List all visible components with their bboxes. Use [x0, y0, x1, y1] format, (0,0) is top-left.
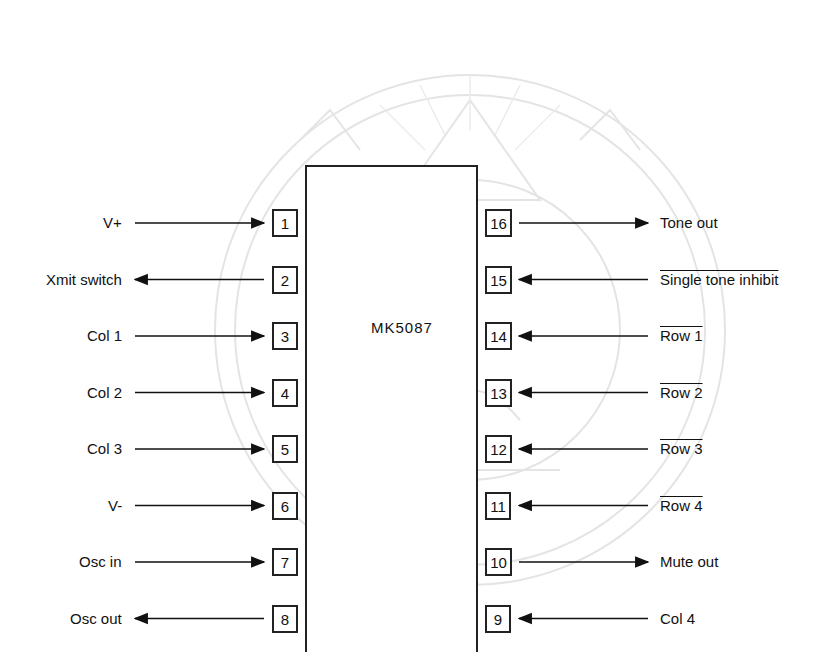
signal-arrow: [519, 618, 648, 620]
pin-box: 1: [272, 209, 298, 237]
pin-box: 4: [272, 379, 298, 407]
signal-arrow: [135, 448, 264, 450]
signal-arrow: [519, 335, 648, 337]
pin-number: 14: [490, 328, 507, 345]
pin-number: 15: [490, 272, 507, 289]
pin-box: 7: [272, 548, 298, 576]
signal-arrow: [135, 335, 264, 337]
pin-box: 16: [485, 209, 512, 237]
signal-name: Tone out: [660, 214, 718, 232]
signal-arrow: [135, 618, 264, 620]
signal-arrow: [519, 448, 648, 450]
signal-arrow: [135, 392, 264, 394]
signal-name: Col 3: [87, 440, 122, 458]
pin-box: 11: [485, 492, 511, 520]
pin-number: 4: [281, 385, 289, 402]
signal-name: Row 2: [660, 384, 703, 402]
pin-box: 2: [272, 266, 298, 294]
pin-number: 7: [281, 554, 289, 571]
signal-name: Row 4: [660, 497, 703, 515]
pin-number: 1: [281, 215, 289, 232]
pin-box: 9: [485, 605, 511, 633]
signal-arrow: [519, 392, 648, 394]
pin-box: 13: [485, 379, 512, 407]
pin-box: 8: [272, 605, 298, 633]
signal-name: Col 2: [87, 384, 122, 402]
signal-arrow: [519, 505, 648, 507]
signal-name: V+: [103, 214, 122, 232]
signal-arrow: [519, 279, 648, 281]
pin-number: 8: [281, 611, 289, 628]
pin-number: 5: [281, 441, 289, 458]
signal-name: Row 1: [660, 327, 703, 345]
pin-number: 2: [281, 272, 289, 289]
signal-name: Single tone inhibit: [660, 271, 778, 289]
pin-box: 6: [272, 492, 298, 520]
signal-arrow: [135, 279, 264, 281]
signal-arrow: [135, 561, 264, 563]
signal-name: Osc out: [70, 610, 122, 628]
pin-number: 13: [490, 385, 507, 402]
pin-number: 3: [281, 328, 289, 345]
pin-box: 14: [485, 322, 512, 350]
chip-body: MK5087: [305, 165, 478, 652]
pin-box: 12: [485, 435, 512, 463]
signal-name: Col 1: [87, 327, 122, 345]
signal-arrow: [135, 222, 264, 224]
signal-name: V-: [108, 497, 122, 515]
chip-name: MK5087: [371, 319, 433, 336]
pin-number: 12: [490, 441, 507, 458]
signal-arrow: [519, 561, 648, 563]
signal-name: Col 4: [660, 610, 695, 628]
pin-number: 9: [494, 611, 502, 628]
pin-box: 15: [485, 266, 512, 294]
signal-arrow: [519, 222, 648, 224]
signal-name: Mute out: [660, 553, 718, 571]
pin-box: 10: [485, 548, 512, 576]
signal-arrow: [135, 505, 264, 507]
signal-name: Osc in: [79, 553, 122, 571]
signal-name: Xmit switch: [46, 271, 122, 289]
pin-number: 6: [281, 498, 289, 515]
pin-number: 16: [490, 215, 507, 232]
signal-name: Row 3: [660, 440, 703, 458]
pin-box: 5: [272, 435, 298, 463]
pin-number: 10: [490, 554, 507, 571]
pin-box: 3: [272, 322, 298, 350]
pin-number: 11: [490, 498, 506, 515]
